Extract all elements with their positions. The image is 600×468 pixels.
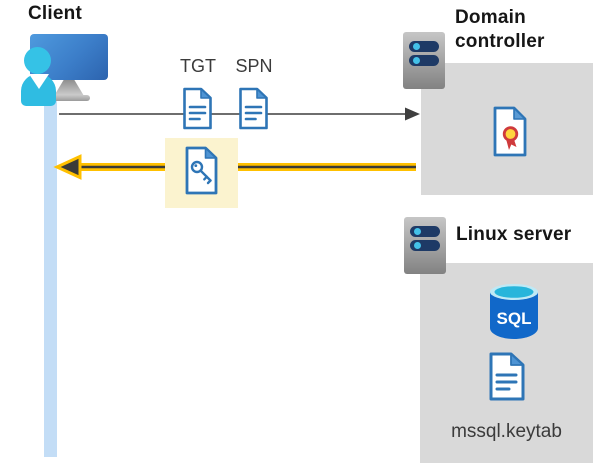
server-led: [413, 57, 420, 64]
keytab-document-icon: [489, 352, 525, 401]
sql-icon-label: SQL: [497, 309, 532, 328]
server-led: [413, 43, 420, 50]
sql-database-icon: SQL: [490, 284, 538, 339]
tgt-label: TGT: [180, 56, 216, 76]
monitor-stand: [54, 80, 84, 96]
response-arrow: [53, 154, 416, 180]
domain-controller-server-icon: [403, 32, 445, 89]
linux-server-label: Linux server: [456, 224, 572, 245]
monitor-stand-base: [48, 95, 90, 101]
linux-server-icon: [404, 217, 446, 274]
request-arrow: [59, 107, 420, 121]
client-session-bar: [44, 99, 57, 457]
client-user-head: [24, 47, 51, 74]
server-bar: [409, 55, 439, 66]
ticket-key-document-icon: [185, 146, 218, 195]
domain-controller-label: Domain controller: [455, 7, 545, 52]
server-led: [414, 228, 421, 235]
server-bar: [409, 41, 439, 52]
server-led: [414, 242, 421, 249]
tgt-document-icon: [183, 87, 212, 130]
spn-label: SPN: [235, 56, 273, 76]
keytab-label: mssql.keytab: [451, 421, 562, 442]
spn-document-icon: [239, 87, 268, 130]
server-bar: [410, 226, 440, 237]
client-label: Client: [28, 3, 82, 24]
server-bar: [410, 240, 440, 251]
certificate-icon: [493, 106, 527, 157]
